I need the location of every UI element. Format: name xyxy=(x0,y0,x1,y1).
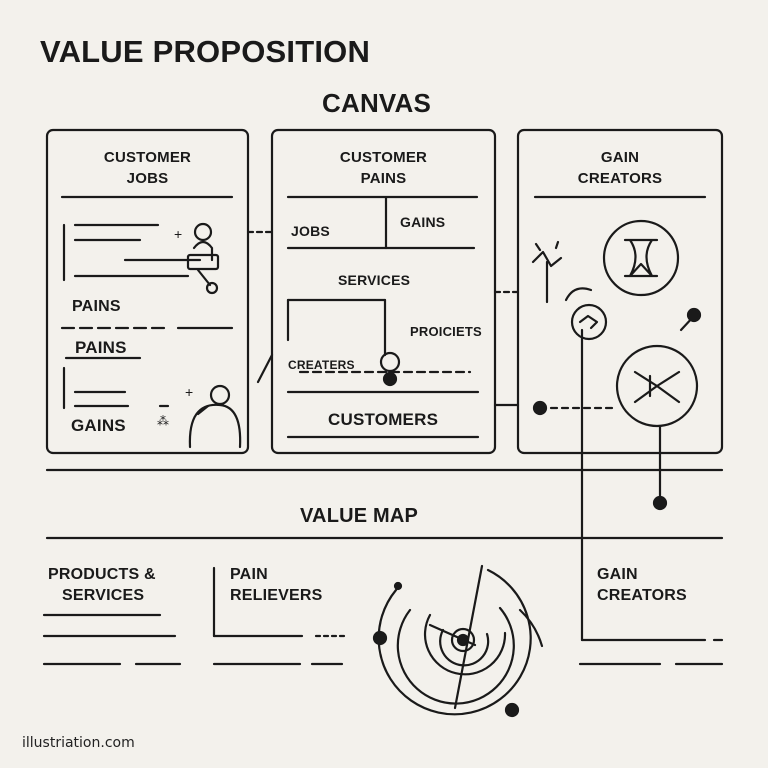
exchange-icon xyxy=(615,344,699,428)
gain-creators-heading-line2: CREATORS xyxy=(577,170,663,187)
middle-panel-structure xyxy=(286,196,480,439)
gain-creators-heading-line1: GAIN xyxy=(600,149,640,166)
products-services-heading: PRODUCTS & SERVICES xyxy=(48,564,156,606)
connector-left-middle-lower xyxy=(256,353,274,384)
value-map-gain-creators-line1: GAIN xyxy=(597,566,638,583)
gain-creators-heading: GAIN CREATORS xyxy=(518,147,722,189)
footer-credit: illustriation.com xyxy=(22,735,135,751)
middle-label-creaters: CREATERS xyxy=(288,358,355,372)
target-small-dot xyxy=(393,581,403,591)
hourglass-icon xyxy=(602,219,680,297)
left-label-pains-2: PAINS xyxy=(75,338,127,357)
page-title: VALUE PROPOSITION xyxy=(40,34,371,69)
sparkle-icon: ⁂ xyxy=(157,414,170,428)
left-panel-sketch xyxy=(60,222,242,449)
target-left-dot xyxy=(372,630,388,646)
middle-label-jobs: JOBS xyxy=(291,223,330,239)
customer-jobs-heading-line1: CUSTOMER xyxy=(103,149,192,166)
middle-label-proicets: PROICIETS xyxy=(410,324,482,339)
customer-pains-heading-line1: CUSTOMER xyxy=(339,149,428,166)
pain-relievers-line2: RELIEVERS xyxy=(230,587,323,604)
middle-label-customers: CUSTOMERS xyxy=(328,410,439,429)
left-label-gains: GAINS xyxy=(71,416,126,435)
customer-jobs-heading: CUSTOMER JOBS xyxy=(47,147,248,189)
left-label-pains-1: PAINS xyxy=(72,298,121,315)
products-services-line2: SERVICES xyxy=(62,587,145,604)
value-map-gain-creators-line2: CREATORS xyxy=(597,587,687,604)
plus-mark: + xyxy=(174,226,183,242)
pain-relievers-heading: PAIN RELIEVERS xyxy=(230,564,323,606)
customer-jobs-panel xyxy=(45,128,250,455)
hand-icon xyxy=(570,303,608,341)
customer-pains-heading-line2: PAINS xyxy=(360,170,407,187)
plus-mark-2: + xyxy=(185,384,194,400)
value-map-heading: VALUE MAP xyxy=(300,505,419,527)
value-map-lines xyxy=(42,566,724,666)
page-subtitle: CANVAS xyxy=(322,88,432,118)
middle-label-gains: GAINS xyxy=(400,214,446,230)
middle-label-services: SERVICES xyxy=(338,272,411,288)
right-node-dot-3 xyxy=(652,495,668,511)
target-bottom-dot xyxy=(504,702,520,718)
target-icon xyxy=(377,564,544,716)
target-center-dot xyxy=(456,633,470,647)
right-panel-icons xyxy=(531,219,699,507)
products-services-line1: PRODUCTS & xyxy=(48,566,156,583)
middle-node-dot xyxy=(382,371,398,387)
pain-relievers-line1: PAIN xyxy=(230,566,268,583)
right-node-dot-1 xyxy=(686,307,702,323)
right-node-dot-2 xyxy=(532,400,548,416)
customer-jobs-heading-line2: JOBS xyxy=(126,170,169,187)
value-map-gain-creators-heading: GAIN CREATORS xyxy=(597,564,687,606)
customer-pains-heading: CUSTOMER PAINS xyxy=(272,147,495,189)
